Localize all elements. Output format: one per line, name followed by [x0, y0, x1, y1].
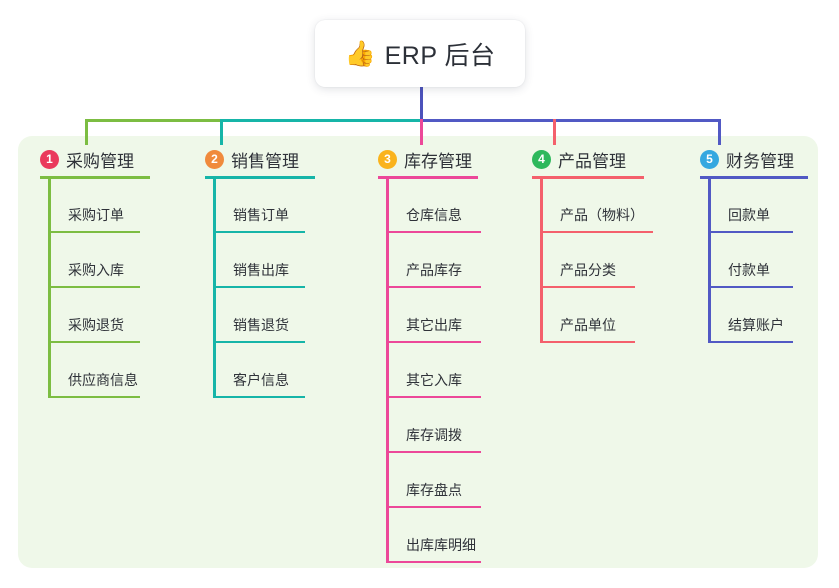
branch-header-2[interactable]: 2 销售管理: [205, 146, 299, 172]
leaf-item-label: 仓库信息: [406, 207, 462, 223]
branch-column-1: 1 采购管理采购订单采购入库采购退货供应商信息: [40, 146, 150, 398]
branch-column-5: 5 财务管理回款单付款单结算账户: [700, 146, 808, 343]
leaf-item-underline: [386, 561, 481, 563]
leaf-item-label: 销售出库: [233, 262, 289, 278]
bus-segment-teal: [220, 119, 422, 122]
leaf-item-underline: [540, 231, 653, 233]
leaf-item-underline: [213, 341, 305, 343]
leaf-item-label: 产品单位: [560, 317, 616, 333]
branch-drop-stem-2: [220, 119, 223, 145]
leaf-item-label: 其它入库: [406, 372, 462, 388]
leaf-item-label: 出库库明细: [406, 537, 476, 553]
leaf-item-label: 采购退货: [68, 317, 124, 333]
branch-drop-stem-4: [553, 119, 556, 145]
branch-vertical-stem: [48, 178, 51, 398]
branch-vertical-stem: [540, 178, 543, 343]
leaf-item-label: 其它出库: [406, 317, 462, 333]
branch-drop-stem-5: [718, 119, 721, 145]
leaf-item-underline: [386, 231, 481, 233]
thumbs-up-icon: 👍: [344, 40, 376, 68]
leaf-item-label: 付款单: [728, 262, 770, 278]
root-node-card[interactable]: 👍 ERP 后台: [315, 20, 525, 87]
leaf-item-underline: [48, 396, 140, 398]
branch-title: 采购管理: [66, 151, 134, 171]
leaf-item-underline: [386, 396, 481, 398]
branch-vertical-stem: [708, 178, 711, 343]
branch-header-5[interactable]: 5 财务管理: [700, 146, 794, 172]
branch-number-badge: 5: [700, 149, 719, 169]
leaf-item-label: 产品（物料）: [560, 207, 644, 223]
branch-drop-stem-3: [420, 119, 423, 145]
leaf-item-underline: [708, 231, 793, 233]
leaf-item-underline: [540, 286, 635, 288]
leaf-item-label: 结算账户: [728, 317, 784, 333]
branch-number-badge: 4: [532, 149, 551, 169]
branch-column-3: 3 库存管理仓库信息产品库存其它出库其它入库库存调拨库存盘点出库库明细: [378, 146, 481, 563]
branch-title-underline: [532, 176, 644, 179]
leaf-item-label: 客户信息: [233, 372, 289, 388]
leaf-item-underline: [386, 286, 481, 288]
leaf-item-label: 回款单: [728, 207, 770, 223]
leaf-item-label: 供应商信息: [68, 372, 138, 388]
leaf-item-label: 销售订单: [233, 207, 289, 223]
bus-segment-blue: [420, 119, 721, 122]
leaf-item-label: 产品库存: [406, 262, 462, 278]
leaf-item-underline: [708, 286, 793, 288]
branch-title: 库存管理: [404, 151, 472, 171]
branch-title: 销售管理: [231, 151, 299, 171]
diagram-background-panel: [18, 136, 818, 568]
branch-number-badge: 2: [205, 149, 224, 169]
branch-header-3[interactable]: 3 库存管理: [378, 146, 472, 172]
leaf-item-underline: [386, 506, 481, 508]
leaf-item-underline: [213, 396, 305, 398]
root-node-title: ERP 后台: [384, 41, 496, 70]
branch-vertical-stem: [386, 178, 389, 563]
leaf-item-underline: [213, 286, 305, 288]
branch-header-4[interactable]: 4 产品管理: [532, 146, 626, 172]
branch-column-2: 2 销售管理销售订单销售出库销售退货客户信息: [205, 146, 315, 398]
leaf-item-label: 采购订单: [68, 207, 124, 223]
branch-title-underline: [40, 176, 150, 179]
branch-vertical-stem: [213, 178, 216, 398]
branch-number-badge: 3: [378, 149, 397, 169]
branch-number-badge: 1: [40, 149, 59, 169]
leaf-item-underline: [48, 286, 140, 288]
root-connector-stem: [420, 87, 423, 122]
leaf-item-underline: [48, 231, 140, 233]
leaf-item-label: 库存盘点: [406, 482, 462, 498]
leaf-item-underline: [48, 341, 140, 343]
branch-column-4: 4 产品管理产品（物料） 产品分类产品单位: [532, 146, 653, 343]
leaf-item-underline: [213, 231, 305, 233]
leaf-item-label: 采购入库: [68, 262, 124, 278]
branch-title-underline: [205, 176, 315, 179]
leaf-item-label: 库存调拨: [406, 427, 462, 443]
branch-header-1[interactable]: 1 采购管理: [40, 146, 134, 172]
branch-title: 财务管理: [726, 151, 794, 171]
leaf-item-underline: [386, 341, 481, 343]
branch-title: 产品管理: [558, 151, 626, 171]
leaf-item-underline: [386, 451, 481, 453]
bus-segment-green: [85, 119, 222, 122]
leaf-item-underline: [708, 341, 793, 343]
leaf-item-label: 产品分类: [560, 262, 616, 278]
branch-title-underline: [378, 176, 478, 179]
branch-drop-stem-1: [85, 119, 88, 145]
leaf-item-label: 销售退货: [233, 317, 289, 333]
branch-title-underline: [700, 176, 808, 179]
leaf-item-underline: [540, 341, 635, 343]
